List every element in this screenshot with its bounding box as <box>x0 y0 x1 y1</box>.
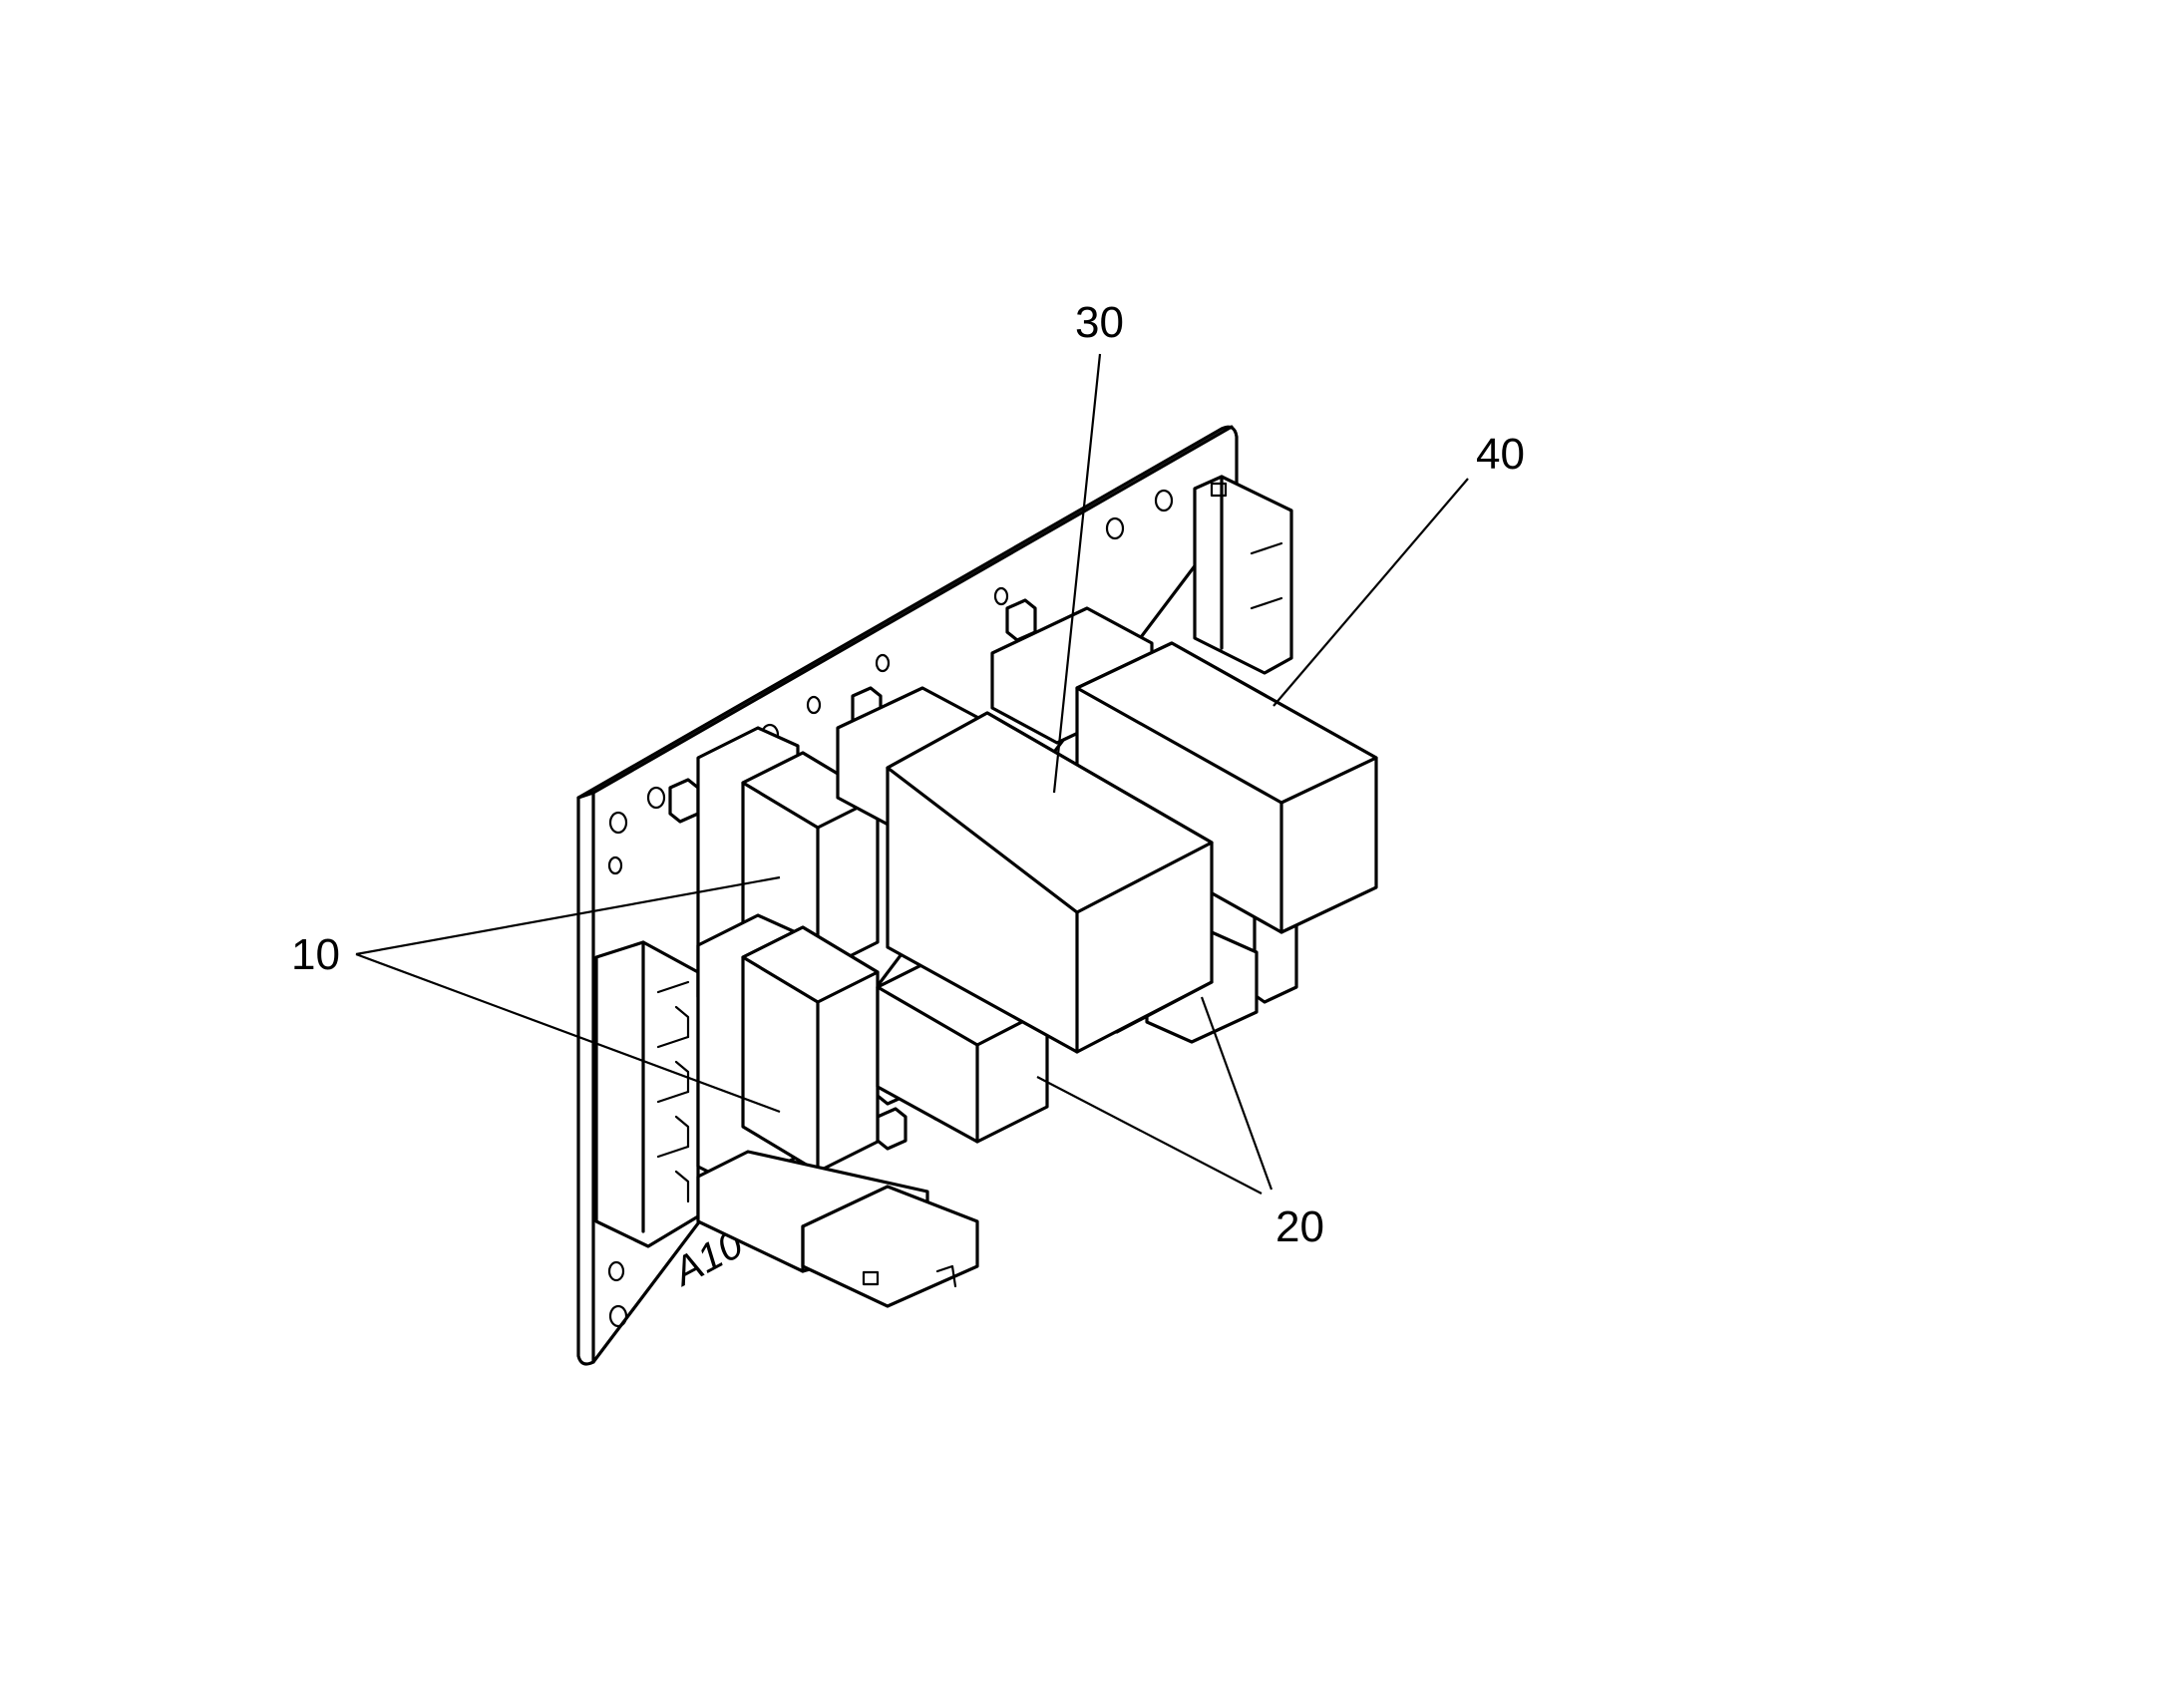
relay-lower <box>696 913 880 1189</box>
ref-label-30: 30 <box>1075 298 1124 347</box>
reference-numerals: 10 20 30 40 <box>291 298 1525 1251</box>
ref-label-40: 40 <box>1476 430 1525 479</box>
right-terminal-block <box>1193 475 1298 1004</box>
plug-connector <box>696 1150 979 1308</box>
left-terminal-block <box>594 940 700 1248</box>
relay-large-front <box>886 711 1214 1054</box>
leader-lines <box>355 353 1469 1195</box>
ref-label-10: 10 <box>291 930 340 979</box>
ref-label-20: 20 <box>1275 1202 1324 1251</box>
mounting-holes <box>607 489 1174 1328</box>
